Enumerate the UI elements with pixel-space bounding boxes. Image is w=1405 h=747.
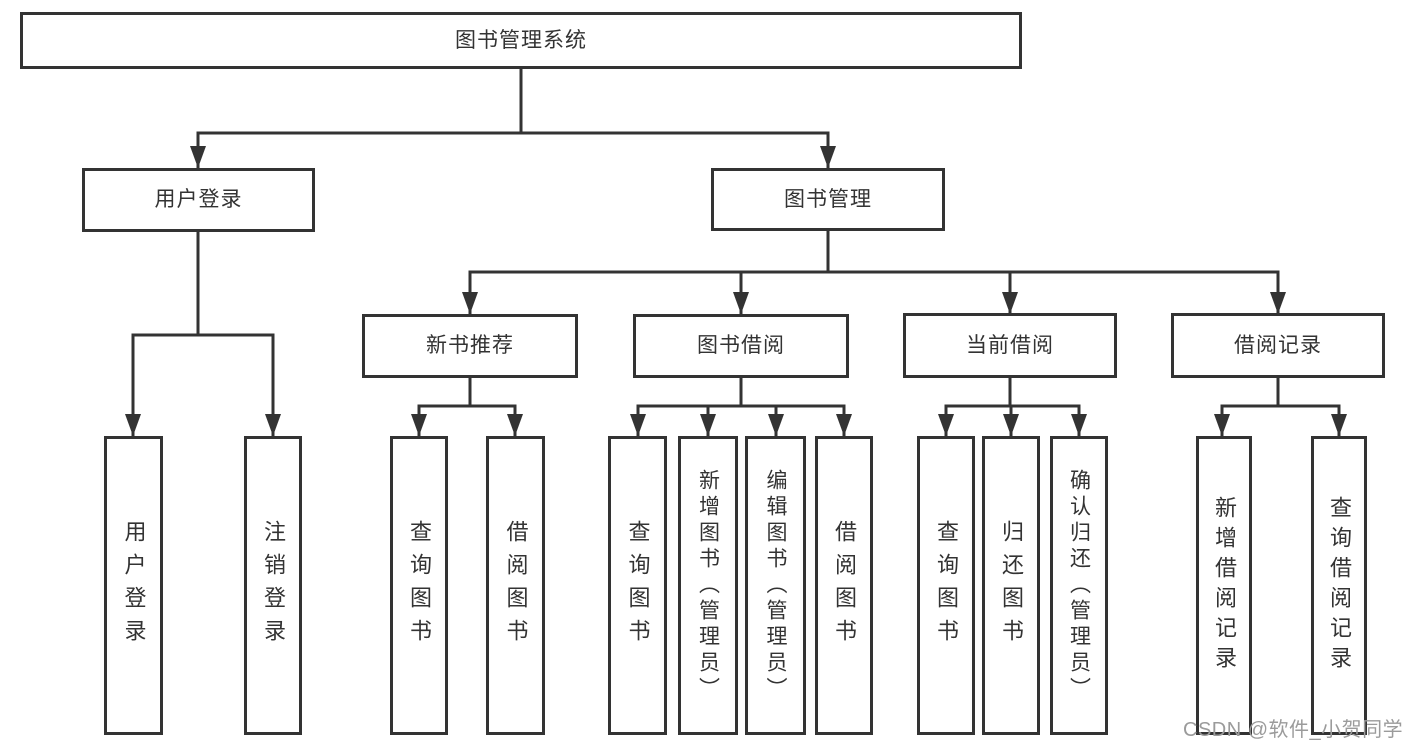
leaf-add-book-admin-label: 新增图书（管理员） <box>696 468 720 703</box>
leaf-confirm-return-admin: 确认归还（管理员） <box>1050 436 1108 735</box>
leaf-query-books-current: 查询图书 <box>917 436 975 735</box>
node-user-login-label: 用户登录 <box>154 188 243 212</box>
leaf-user-login: 用户登录 <box>104 436 163 735</box>
leaf-return-book-label: 归还图书 <box>999 519 1024 652</box>
node-book-borrowing: 图书借阅 <box>633 314 849 378</box>
node-new-book-recommendation: 新书推荐 <box>362 314 578 378</box>
leaf-query-books-recommend-label: 查询图书 <box>407 519 432 652</box>
node-book-management: 图书管理 <box>711 168 945 231</box>
node-book-management-label: 图书管理 <box>784 187 872 211</box>
leaf-borrow-books: 借阅图书 <box>815 436 873 735</box>
leaf-logout: 注销登录 <box>244 436 302 735</box>
leaf-add-book-admin: 新增图书（管理员） <box>678 436 738 735</box>
node-library-management-system: 图书管理系统 <box>20 12 1022 69</box>
watermark: CSDN @软件_小贺同学 <box>1183 719 1404 741</box>
leaf-query-borrow-record: 查询借阅记录 <box>1311 436 1367 735</box>
leaf-query-books-recommend: 查询图书 <box>390 436 448 735</box>
node-library-management-system-label: 图书管理系统 <box>455 28 587 52</box>
leaf-return-book: 归还图书 <box>982 436 1040 735</box>
leaf-logout-label: 注销登录 <box>261 519 286 652</box>
leaf-borrow-books-recommend: 借阅图书 <box>486 436 545 735</box>
node-current-borrowing: 当前借阅 <box>903 313 1117 378</box>
node-borrowing-records: 借阅记录 <box>1171 313 1385 378</box>
leaf-borrow-books-recommend-label: 借阅图书 <box>503 519 529 652</box>
leaf-query-books-borrowing-label: 查询图书 <box>625 519 651 652</box>
node-user-login: 用户登录 <box>82 168 315 232</box>
node-new-book-recommendation-label: 新书推荐 <box>426 334 514 358</box>
leaf-edit-book-admin: 编辑图书（管理员） <box>745 436 806 735</box>
leaf-add-borrow-record: 新增借阅记录 <box>1196 436 1252 735</box>
leaf-query-books-borrowing: 查询图书 <box>608 436 667 735</box>
leaf-confirm-return-admin-label: 确认归还（管理员） <box>1067 468 1091 703</box>
node-current-borrowing-label: 当前借阅 <box>966 333 1054 357</box>
leaf-borrow-books-label: 借阅图书 <box>832 519 857 652</box>
leaf-edit-book-admin-label: 编辑图书（管理员） <box>764 468 787 703</box>
node-borrowing-records-label: 借阅记录 <box>1234 333 1322 357</box>
leaf-user-login-label: 用户登录 <box>121 519 147 652</box>
leaf-query-borrow-record-label: 查询借阅记录 <box>1327 495 1352 676</box>
leaf-query-books-current-label: 查询图书 <box>934 519 959 652</box>
leaf-add-borrow-record-label: 新增借阅记录 <box>1212 495 1237 676</box>
node-book-borrowing-label: 图书借阅 <box>697 334 785 358</box>
